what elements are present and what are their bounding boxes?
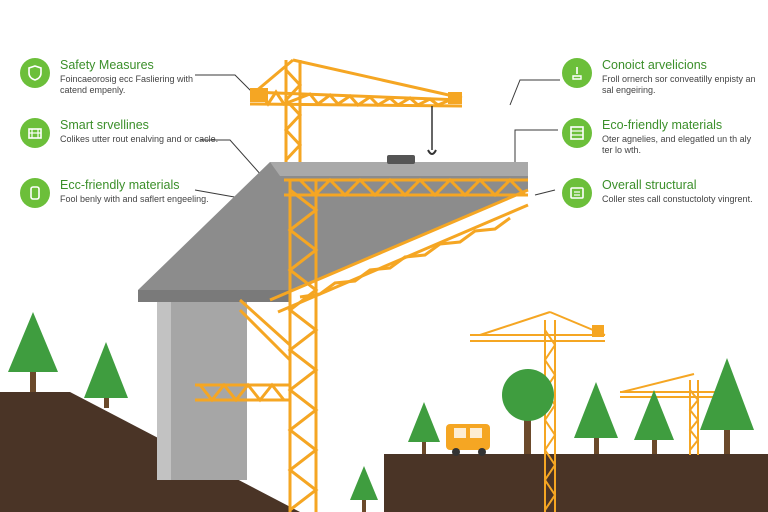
right-ground <box>384 454 768 512</box>
callout-description: Froll ornerch sor conveatilly enpisty an… <box>602 74 756 95</box>
deck-equipment <box>387 155 415 164</box>
tree <box>408 402 440 454</box>
leader-lines <box>194 74 560 199</box>
callout-description: Fool benly with and saflert engeeling. <box>60 194 209 204</box>
crane-hook-icon <box>562 58 592 88</box>
callout-title: Eco-friendly materials <box>602 118 723 132</box>
tree <box>700 358 754 454</box>
crane-counterweight <box>250 88 268 102</box>
left-hill <box>0 392 300 512</box>
main-tower <box>195 180 319 512</box>
background-crane-2 <box>620 373 720 455</box>
tree <box>8 312 58 392</box>
callout-description: Colikes utter rout enalving and or cacle… <box>60 134 219 144</box>
callout-title: Safety Measures <box>60 58 154 72</box>
panel-icon <box>562 118 592 148</box>
shield-icon <box>20 58 50 88</box>
tree <box>350 466 378 512</box>
tree <box>574 382 618 454</box>
concrete-pillar <box>157 300 247 480</box>
crane-hook <box>427 149 437 155</box>
tree <box>84 342 128 408</box>
crane-cab <box>448 92 462 104</box>
blueprint-icon <box>562 178 592 208</box>
callout-title: Conoict arvelicions <box>602 58 707 72</box>
leaf-icon <box>20 178 50 208</box>
background-crane-1 <box>470 311 606 512</box>
callout-title: Overall structural <box>602 178 697 192</box>
callout-description: Coller stes call constuctoloty vingrent. <box>602 194 753 204</box>
callout-description: Oter agnelies, and elegatled un th aly t… <box>602 134 752 155</box>
callout-title: Smart srvellines <box>60 118 149 132</box>
concrete-structure <box>138 162 528 480</box>
main-gantry <box>269 177 529 314</box>
concrete-deck-face <box>138 290 290 302</box>
building-icon <box>20 118 50 148</box>
callout-description: Foincaeorosig ecc Fasliering with catend… <box>60 74 194 95</box>
top-crane <box>249 58 463 162</box>
trees <box>8 312 754 512</box>
tree <box>634 390 674 454</box>
tree <box>502 369 554 454</box>
construction-vehicle <box>446 424 490 456</box>
callout-title: Ecc-friendly materials <box>60 178 180 192</box>
